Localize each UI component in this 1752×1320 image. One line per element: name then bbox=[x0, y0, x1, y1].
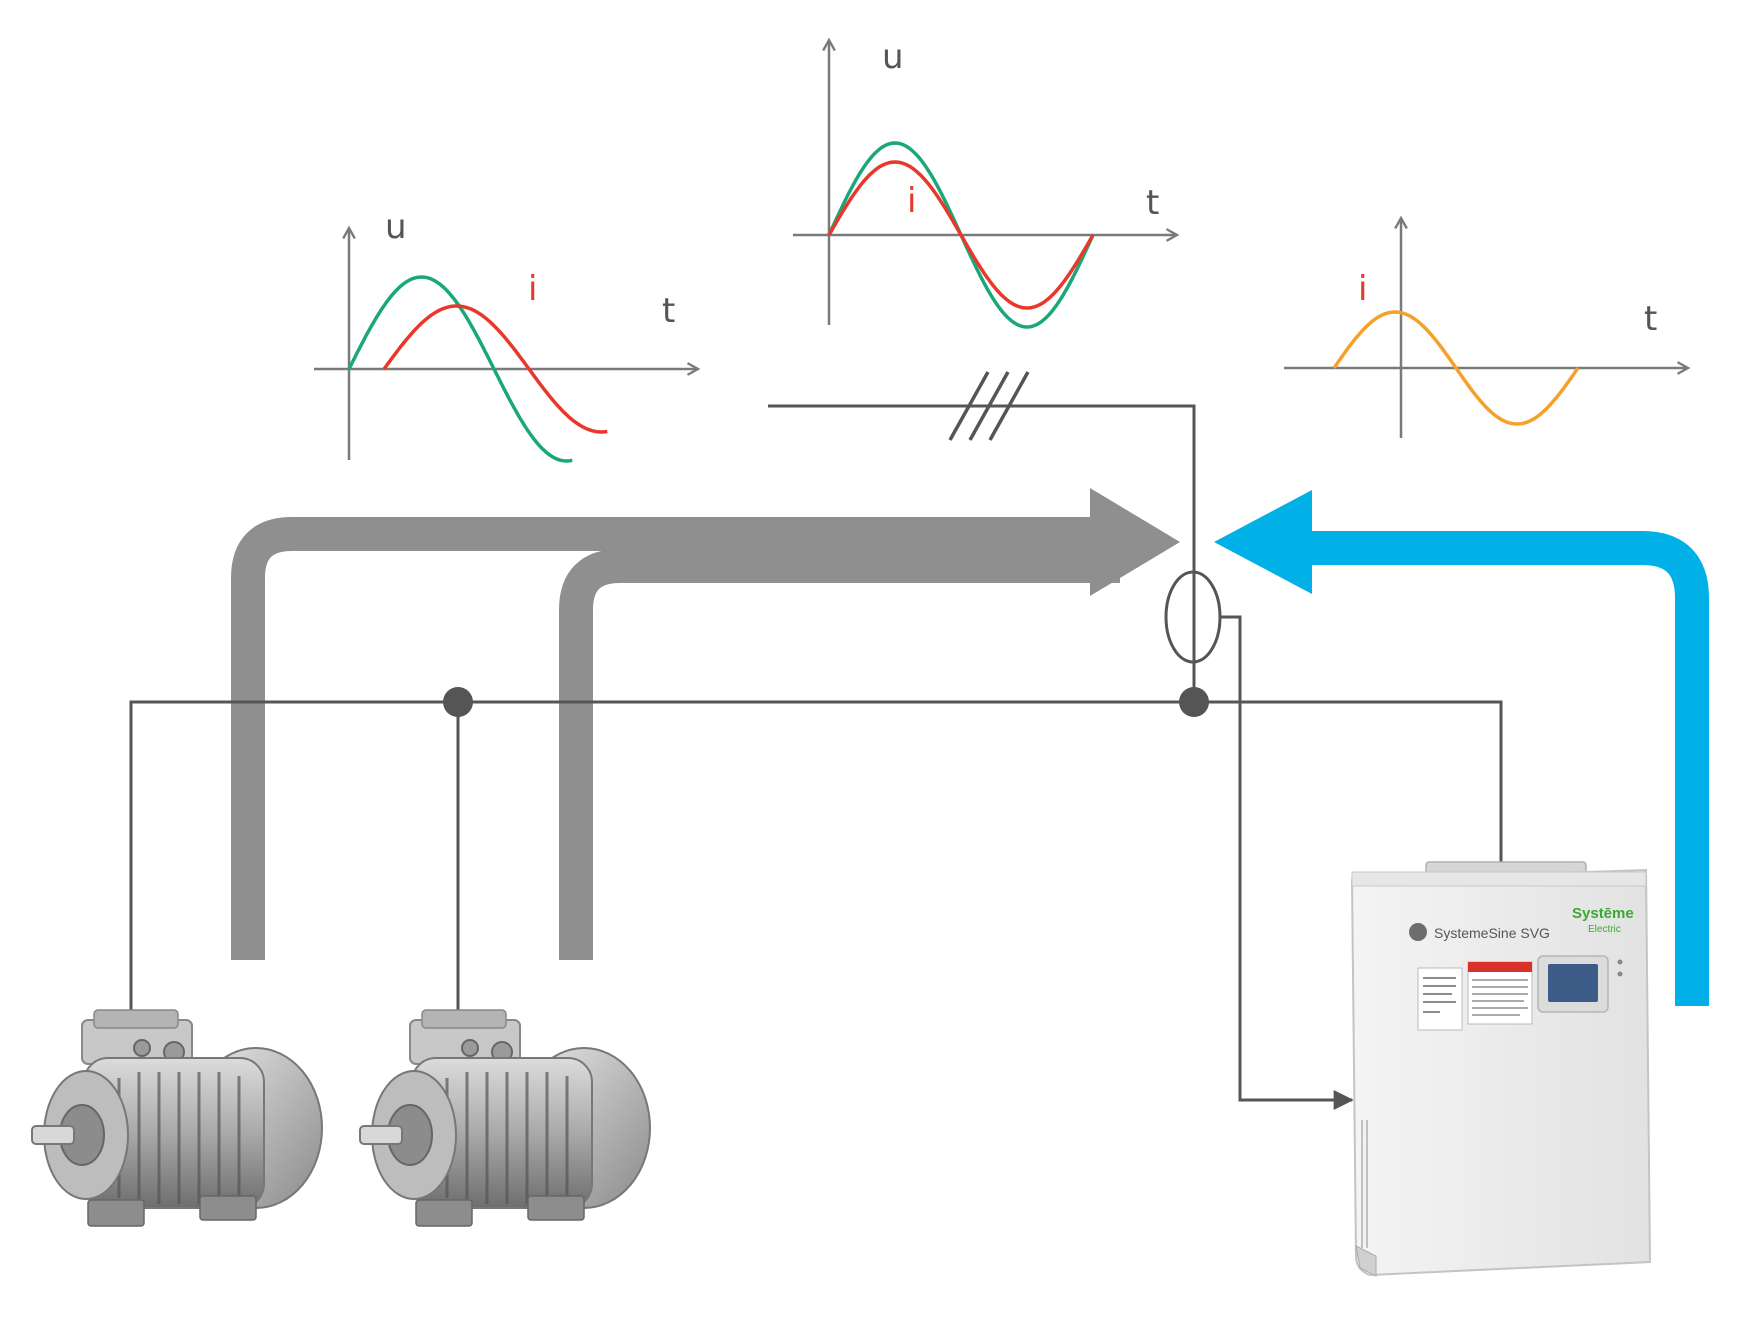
compensation-flow-arrow bbox=[1214, 490, 1709, 1006]
electric-motor-icon bbox=[31, 1009, 323, 1227]
current-transformer-icon bbox=[1164, 570, 1222, 664]
flow-arrow-outer bbox=[231, 517, 1120, 960]
device-logo-icon bbox=[1409, 923, 1427, 941]
graph-center-t-label: t bbox=[1146, 183, 1159, 223]
ct-signal-wire bbox=[1219, 615, 1354, 1110]
warning-label-2 bbox=[1467, 961, 1533, 1025]
graph-right-i-label: i bbox=[1358, 269, 1367, 309]
graph-center-u-label: u bbox=[882, 37, 904, 77]
graph-right-t-label: t bbox=[1644, 299, 1657, 339]
label-2-lines bbox=[1472, 979, 1528, 1016]
indicator-led-2 bbox=[1617, 971, 1623, 977]
graph-left-current-curve bbox=[382, 304, 608, 434]
cabinet-top-edge bbox=[1351, 871, 1647, 887]
graph-right-compensation-current-curve bbox=[1332, 310, 1580, 426]
indicator-led-1 bbox=[1617, 959, 1623, 965]
device-brand-line1: Systēme bbox=[1572, 905, 1634, 922]
three-phase-mark bbox=[948, 371, 1030, 441]
side-vent bbox=[1361, 1120, 1368, 1248]
wiring bbox=[129, 404, 1503, 1110]
hmi-display-screen bbox=[1548, 964, 1598, 1002]
graph-center-current-curve bbox=[827, 160, 1095, 310]
grid-feed-wire bbox=[768, 404, 1196, 702]
device-brand-line2: Electric bbox=[1588, 924, 1621, 935]
motor-body bbox=[31, 1009, 323, 1227]
svg-compensator-cabinet-icon: SystemeSine SVG Systēme Electric bbox=[1350, 861, 1652, 1277]
comp-arrow-head bbox=[1214, 490, 1312, 594]
flow-arrow-inner bbox=[559, 549, 1120, 960]
cabinet-mount-bracket bbox=[1355, 1245, 1377, 1277]
warning-label-2-header bbox=[1468, 962, 1532, 972]
graph-center-i-label: i bbox=[907, 181, 916, 221]
motor-body bbox=[359, 1009, 651, 1227]
phase-tick-3 bbox=[988, 371, 1030, 441]
junction-dot-1 bbox=[443, 687, 473, 717]
graph-left-i-label: i bbox=[528, 269, 537, 309]
device-name: SystemeSine SVG bbox=[1434, 925, 1550, 941]
graph-center: u i t bbox=[793, 37, 1177, 329]
graph-left-u-label: u bbox=[385, 207, 407, 247]
inductive-load-flow-arrows bbox=[231, 488, 1180, 960]
phase-tick-1 bbox=[948, 371, 990, 441]
label-1-lines bbox=[1423, 977, 1456, 1013]
junction-dot-2 bbox=[1179, 687, 1209, 717]
electric-motor-icon bbox=[359, 1009, 651, 1227]
phase-tick-2 bbox=[968, 371, 1010, 441]
main-bus-wire bbox=[129, 700, 1503, 1010]
graph-left: u i t bbox=[314, 207, 698, 463]
comp-arrow-body bbox=[1300, 531, 1709, 1006]
flow-arrow-head bbox=[1090, 488, 1180, 596]
graph-left-voltage-curve bbox=[347, 275, 573, 463]
graph-right: i t bbox=[1284, 218, 1688, 438]
graph-left-t-label: t bbox=[662, 291, 675, 331]
